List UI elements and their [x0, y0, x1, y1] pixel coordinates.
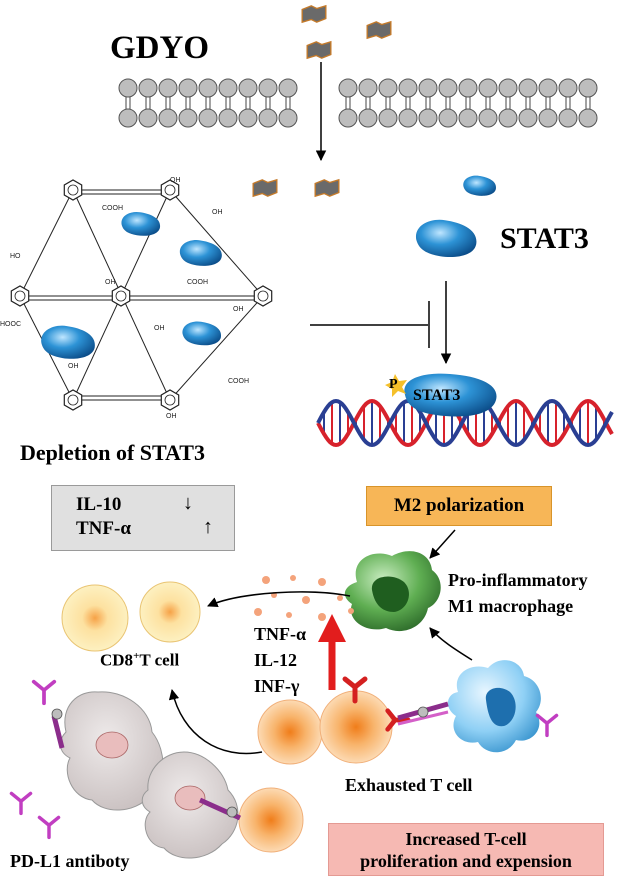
up-arrow-icon: ↑ — [203, 516, 213, 538]
m1-macrophage — [344, 551, 441, 632]
gdyo-label: GDYO — [110, 30, 209, 66]
stat3-proteins — [415, 175, 497, 258]
chem-group-label: OH — [170, 177, 181, 184]
chem-group-label: COOH — [187, 279, 208, 286]
cytokine-inf: INF-γ — [254, 676, 300, 696]
down-arrow-icon: ↓ — [183, 492, 193, 514]
cell-membrane — [118, 78, 598, 128]
exhausted-t-cells — [238, 679, 449, 853]
exhausted-label: Exhausted T cell — [345, 775, 473, 795]
dna-helix — [316, 398, 614, 448]
chem-group-label: OH — [154, 325, 165, 332]
chem-group-label: HO — [10, 253, 21, 260]
chem-group-label: HOOC — [0, 321, 21, 328]
depletion-label: Depletion of STAT3 — [20, 440, 205, 465]
dendritic-cell — [447, 660, 541, 753]
m1-label-line1: Pro-inflammatory — [448, 570, 588, 590]
exhausted-to-cd8-arrow — [168, 688, 263, 755]
phospho-p-label: P — [389, 377, 398, 392]
chem-group-label: COOH — [102, 205, 123, 212]
m1-to-cd8-arrow — [207, 591, 351, 608]
cytokine-il12: IL-12 — [254, 650, 298, 670]
cd8-t-cells — [61, 581, 201, 652]
cytokine-dots — [254, 575, 354, 621]
pstat3-label: STAT3 — [413, 387, 461, 404]
chem-group-label: OH — [166, 413, 177, 420]
cd8-label: CD8+T cell — [100, 650, 180, 670]
chem-group-label: OH — [233, 306, 244, 313]
chem-group-label: COOH — [228, 378, 249, 385]
pdl1-label: PD-L1 antiboty — [10, 851, 130, 871]
increased-proliferation-box: Increased T-cell proliferation and expen… — [328, 823, 604, 876]
m2-to-m1-arrow — [429, 529, 456, 559]
stat3-label: STAT3 — [500, 222, 589, 255]
increased-line1: Increased T-cell — [405, 828, 527, 849]
apc-to-m1-arrow — [429, 627, 473, 661]
chem-groups: OH COOH OH HO COOH OH OH HOOC OH OH COOH… — [0, 177, 249, 420]
tnf-label: TNF-α — [76, 518, 131, 539]
increased-line2: proliferation and expension — [360, 850, 572, 871]
chem-group-label: OH — [212, 209, 223, 216]
chem-group-label: OH — [105, 279, 116, 286]
cytokine-tnf: TNF-α — [254, 624, 307, 644]
m2-polarization-box: M2 polarization — [366, 486, 552, 526]
m1-label-line2: M1 macrophage — [448, 596, 574, 616]
chem-group-label: OH — [68, 363, 79, 370]
cytokine-change-box: IL-10 ↓ TNF-α ↑ — [51, 485, 235, 551]
pstat3 — [385, 373, 497, 417]
tumor-cells — [51, 691, 242, 859]
il10-label: IL-10 — [76, 494, 122, 515]
